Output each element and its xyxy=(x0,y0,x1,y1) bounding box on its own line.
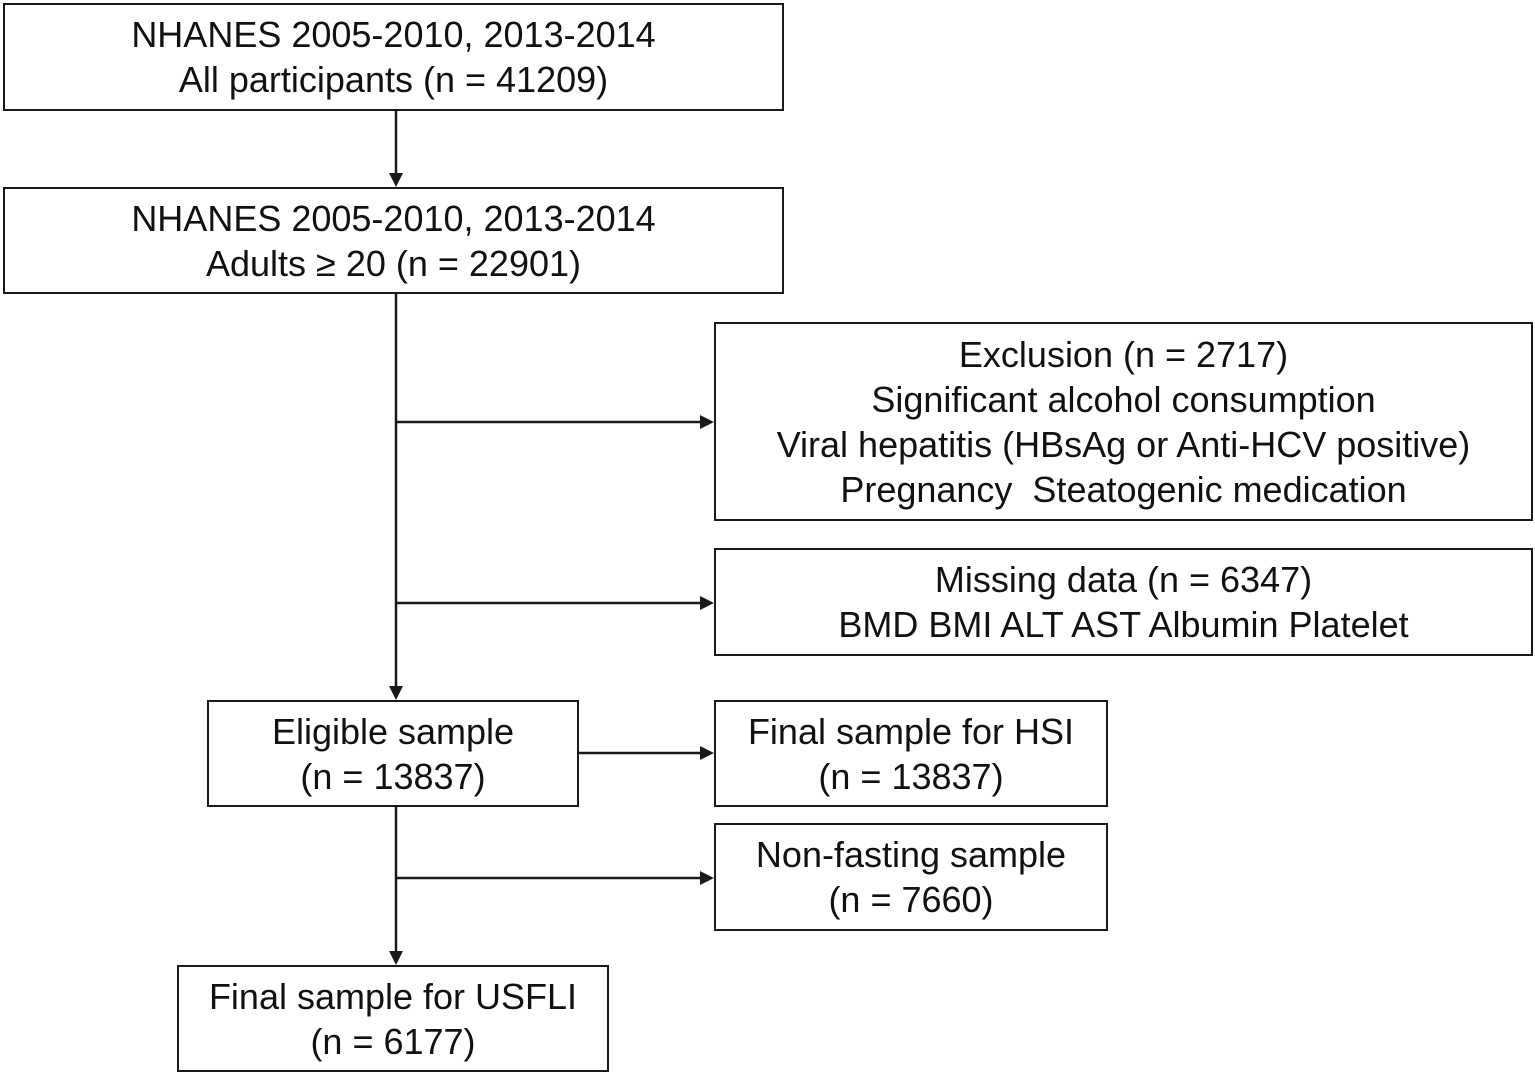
final-hsi-box: Final sample for HSI (n = 13837) xyxy=(714,700,1108,807)
arrowhead-exclusion xyxy=(700,415,714,429)
final-hsi-count: (n = 13837) xyxy=(818,755,1004,797)
missing-data-variables: BMD BMI ALT AST Albumin Platelet xyxy=(838,604,1409,645)
exclusion-count: Exclusion (n = 2717) xyxy=(958,333,1289,375)
all-participants-count: All participants (n = 41209) xyxy=(178,59,609,100)
eligible-sample-box: Eligible sample (n = 13837) xyxy=(207,700,579,807)
final-usfli-box: Final sample for USFLI (n = 6177) xyxy=(177,965,609,1072)
final-usfli-count: (n = 6177) xyxy=(310,1020,476,1062)
exclusion-criterion-pregnancy-medication: Pregnancy Steatogenic medication xyxy=(840,468,1407,510)
non-fasting-box: Non-fasting sample (n = 7660) xyxy=(714,823,1108,931)
adults-title: NHANES 2005-2010, 2013-2014 xyxy=(131,197,656,239)
non-fasting-title: Non-fasting sample xyxy=(755,834,1067,875)
arrowhead-eligible xyxy=(389,686,403,700)
all-participants-title: NHANES 2005-2010, 2013-2014 xyxy=(131,14,656,55)
final-usfli-title: Final sample for USFLI xyxy=(208,975,578,1017)
final-hsi-title: Final sample for HSI xyxy=(747,710,1075,752)
arrowhead-usfli xyxy=(389,951,403,965)
eligible-sample-title: Eligible sample xyxy=(271,710,515,752)
arrowhead-missing xyxy=(700,596,714,610)
adults-count: Adults ≥ 20 (n = 22901) xyxy=(206,242,581,284)
arrowhead-non-fasting xyxy=(700,871,714,885)
missing-data-box: Missing data (n = 6347) BMD BMI ALT AST … xyxy=(714,548,1533,656)
exclusion-criterion-alcohol: Significant alcohol consumption xyxy=(871,378,1376,420)
adults-box: NHANES 2005-2010, 2013-2014 Adults ≥ 20 … xyxy=(3,187,784,294)
non-fasting-count: (n = 7660) xyxy=(828,879,994,920)
arrowhead-hsi xyxy=(700,746,714,760)
exclusion-criterion-hepatitis: Viral hepatitis (HBsAg or Anti-HCV posit… xyxy=(776,423,1471,465)
arrowhead-adults xyxy=(389,173,403,187)
eligible-sample-count: (n = 13837) xyxy=(300,755,486,797)
all-participants-box: NHANES 2005-2010, 2013-2014 All particip… xyxy=(3,3,784,111)
missing-data-count: Missing data (n = 6347) xyxy=(934,559,1313,600)
exclusion-box: Exclusion (n = 2717) Significant alcohol… xyxy=(714,322,1533,521)
